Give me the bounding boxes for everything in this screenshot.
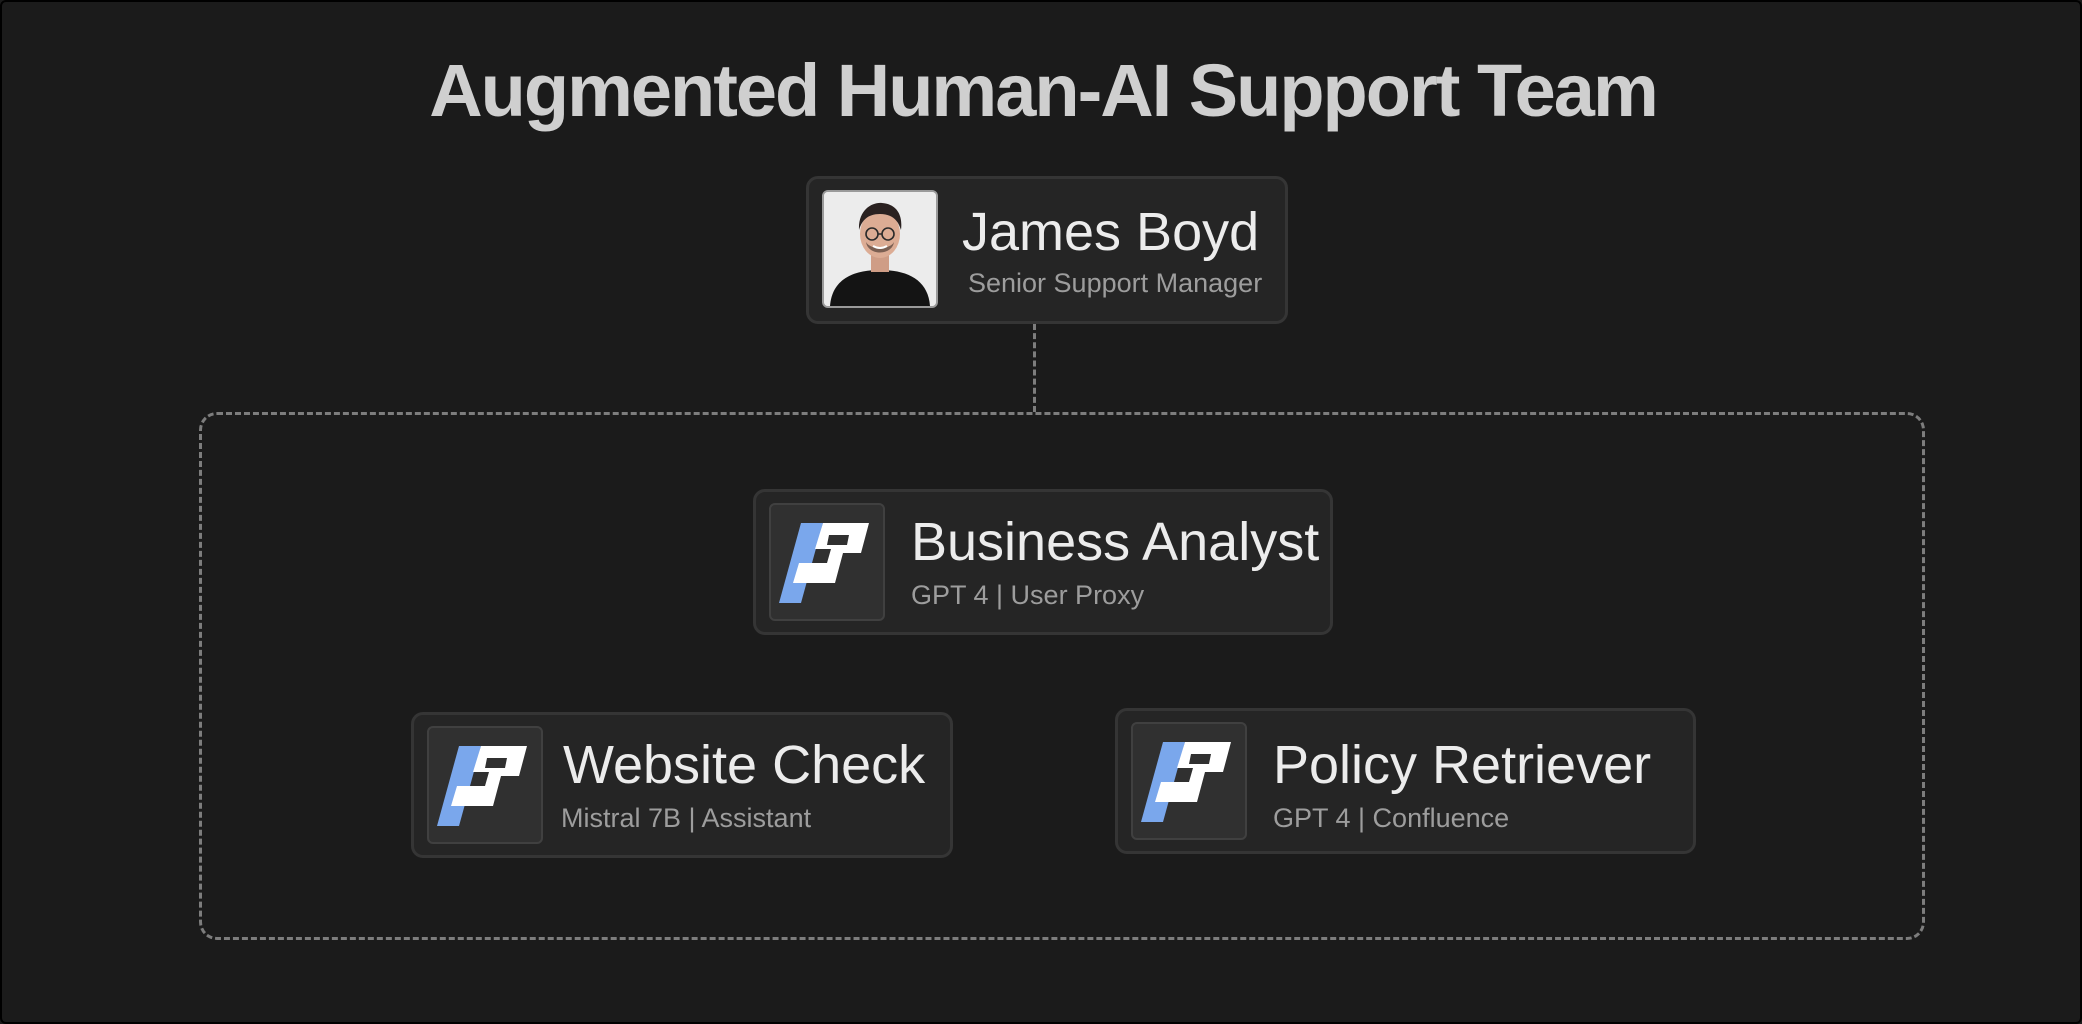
manager-name: James Boyd	[962, 202, 1260, 262]
agent-card-website-check: Website Check Mistral 7B | Assistant	[411, 712, 953, 858]
agent-card-business-analyst: Business Analyst GPT 4 | User Proxy	[753, 489, 1333, 635]
agent-card-policy-retriever: Policy Retriever GPT 4 | Confluence	[1115, 708, 1696, 854]
agent-detail: Mistral 7B | Assistant	[561, 803, 812, 833]
manager-role: Senior Support Manager	[968, 268, 1263, 298]
diagram-title: Augmented Human-AI Support Team	[429, 49, 1659, 132]
person-photo-icon	[824, 192, 936, 306]
manager-avatar	[822, 190, 938, 308]
agent-logo-icon	[1131, 722, 1247, 840]
manager-to-group-connector	[1033, 324, 1036, 412]
agent-name: Business Analyst	[911, 512, 1320, 572]
agent-detail: GPT 4 | User Proxy	[911, 580, 1145, 610]
agent-name: Policy Retriever	[1273, 735, 1652, 795]
agent-logo-icon	[427, 726, 543, 844]
agent-detail: GPT 4 | Confluence	[1273, 803, 1510, 833]
agent-logo-icon	[769, 503, 885, 621]
agent-name: Website Check	[563, 735, 926, 795]
manager-card: James Boyd Senior Support Manager	[806, 176, 1288, 324]
ai-agents-group	[199, 412, 1925, 940]
